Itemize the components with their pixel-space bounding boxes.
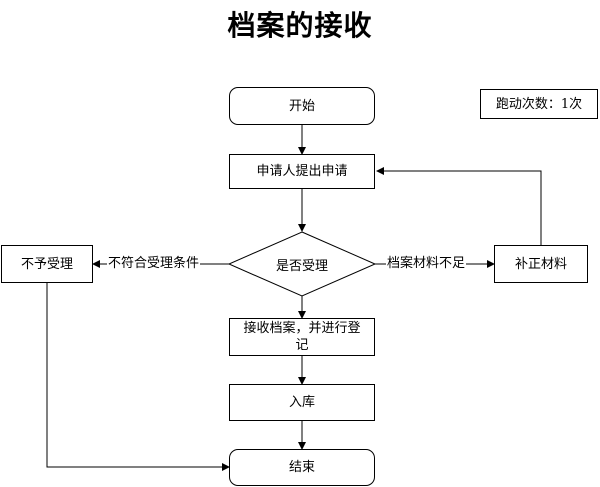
- diagram-title: 档案的接收: [227, 9, 373, 42]
- node-check-label: 是否受理: [275, 259, 328, 274]
- node-receive: 接收档案，并进行登记: [229, 318, 375, 356]
- node-store: 入库: [229, 384, 375, 421]
- node-start: 开始: [229, 87, 375, 125]
- edge-label-insufficient: 档案材料不足: [386, 256, 467, 272]
- run-count-box: 跑动次数：1次: [480, 89, 598, 119]
- node-reject: 不予受理: [1, 245, 93, 283]
- node-apply: 申请人提出申请: [229, 154, 375, 189]
- edge-label-not-meet: 不符合受理条件: [107, 256, 201, 272]
- edge-supplement-apply: [376, 167, 542, 245]
- node-end: 结束: [229, 449, 375, 486]
- node-supplement: 补正材料: [494, 245, 588, 283]
- edge-reject-end: [46, 283, 230, 471]
